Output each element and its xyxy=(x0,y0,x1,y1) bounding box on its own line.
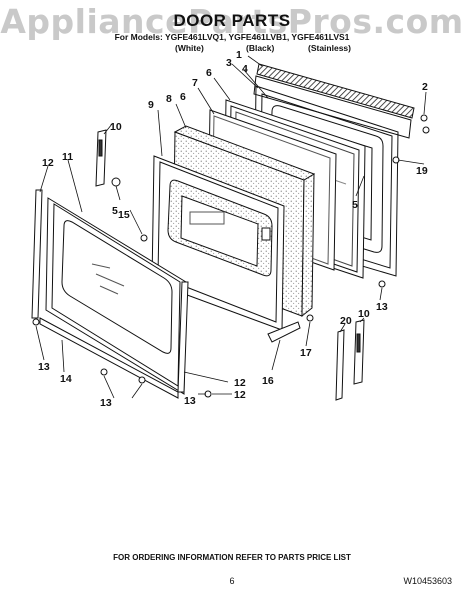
hinge-right xyxy=(353,319,365,385)
callout-9: 9 xyxy=(148,99,154,111)
callout-11: 11 xyxy=(62,151,73,163)
callout-17: 17 xyxy=(300,347,312,359)
page-number: 6 xyxy=(229,576,235,586)
callout-13-bottom-left: 13 xyxy=(100,397,112,409)
callout-12-right-upper: 12 xyxy=(234,377,246,389)
variant-stainless: (Stainless) xyxy=(308,43,351,53)
callout-3: 3 xyxy=(226,57,232,69)
callout-13-right: 13 xyxy=(376,301,388,313)
leader-lines xyxy=(35,55,427,399)
model-list: For Models: YGFE461LVQ1, YGFE461LVB1, YG… xyxy=(114,32,350,42)
right-side-trim xyxy=(177,281,189,393)
callout-20: 20 xyxy=(340,315,352,327)
callout-16: 16 xyxy=(262,375,274,387)
ordering-note: FOR ORDERING INFORMATION REFER TO PARTS … xyxy=(113,553,351,562)
callout-2: 2 xyxy=(422,81,428,93)
callout-6-right: 6 xyxy=(206,67,212,79)
screws xyxy=(32,114,430,398)
latch-bracket xyxy=(267,321,301,343)
callout-13-left: 13 xyxy=(38,361,50,373)
callout-6-left: 6 xyxy=(180,91,186,103)
callout-1: 1 xyxy=(236,49,242,61)
callout-14: 14 xyxy=(60,373,72,385)
hinge-left xyxy=(95,129,121,187)
callout-12-left: 12 xyxy=(42,157,54,169)
left-side-trim xyxy=(31,189,43,319)
callout-5-left: 5 xyxy=(112,205,118,217)
callout-12-right-lower: 12 xyxy=(234,389,246,401)
page-title: DOOR PARTS xyxy=(173,11,291,30)
callout-15: 15 xyxy=(118,209,130,221)
callout-10-right: 10 xyxy=(358,308,370,320)
callout-8: 8 xyxy=(166,93,172,105)
callout-10-left: 10 xyxy=(110,121,122,133)
vent-trim xyxy=(253,63,415,139)
callout-4: 4 xyxy=(242,63,248,75)
callout-labels: 1 2 3 4 5 5 6 6 7 8 9 10 10 11 12 12 12 … xyxy=(38,49,428,409)
callout-5-right: 5 xyxy=(352,199,358,211)
variant-white: (White) xyxy=(175,43,204,53)
callout-13-bottom-right: 13 xyxy=(184,395,196,407)
callout-19: 19 xyxy=(416,165,428,177)
gasket-strip xyxy=(335,329,345,401)
variant-black: (Black) xyxy=(246,43,275,53)
watermark: AppliancePartsPros.com xyxy=(0,2,464,41)
document-number: W10453603 xyxy=(403,576,452,586)
callout-7: 7 xyxy=(192,77,198,89)
